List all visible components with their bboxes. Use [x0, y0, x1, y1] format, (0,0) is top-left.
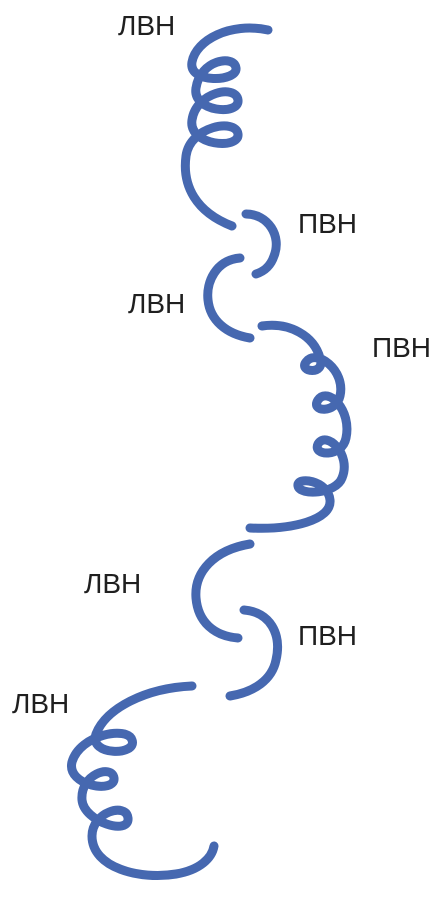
helix-segment-4-coil [250, 325, 347, 528]
helix-segment-2-arc [246, 214, 276, 274]
label-lvn-4: ЛВН [12, 690, 69, 718]
helix-segment-3-arc [208, 258, 250, 338]
label-lvn-3: ЛВН [84, 570, 141, 598]
helix-segment-7-coil [71, 686, 214, 875]
label-lvn-2: ЛВН [128, 290, 185, 318]
label-lvn-1: ЛВН [118, 12, 175, 40]
label-pvn-2: ПВН [372, 334, 431, 362]
helix-segment-1-coil [185, 28, 268, 226]
label-pvn-3: ПВН [298, 622, 357, 650]
helix-segment-6-arc [230, 610, 278, 696]
helix-segment-5-arc [196, 544, 250, 638]
label-pvn-1: ПВН [298, 210, 357, 238]
